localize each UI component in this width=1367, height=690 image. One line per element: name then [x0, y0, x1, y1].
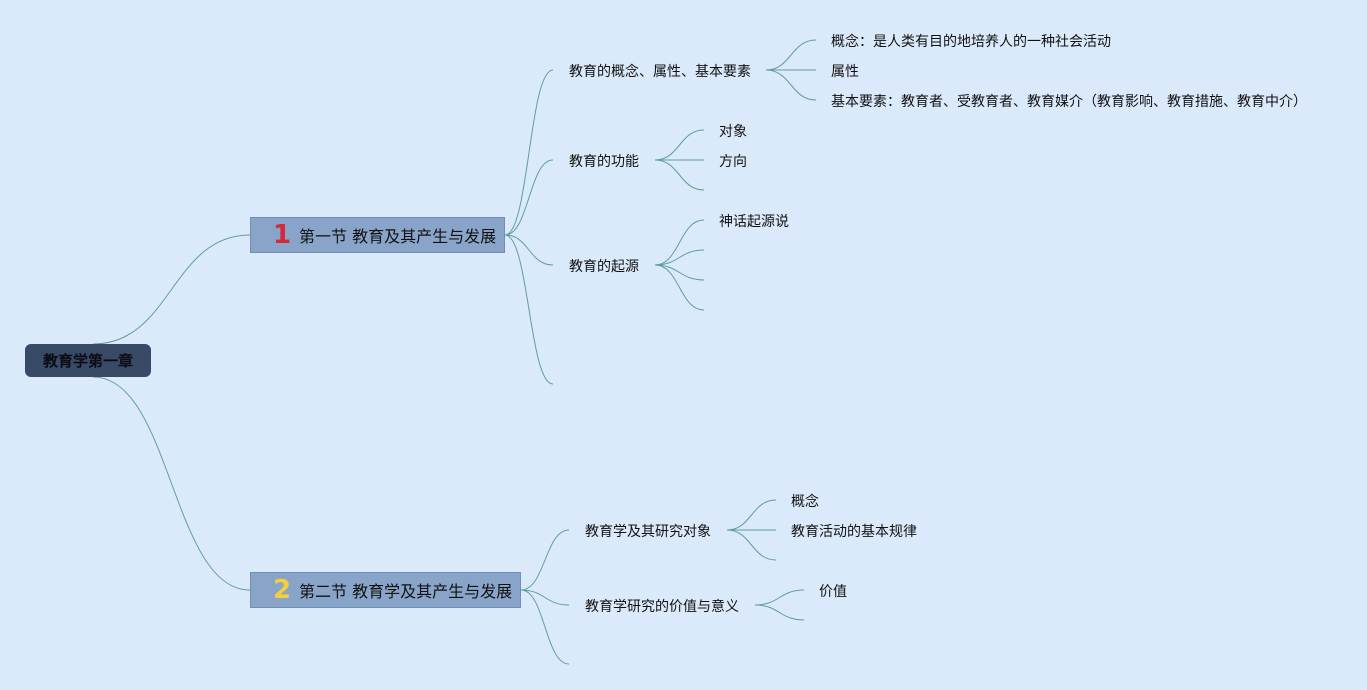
connector-root-section-2 [92, 376, 251, 591]
leaf-value[interactable]: 价值 [819, 584, 847, 600]
connector-t3-leaf-2 [654, 249, 705, 266]
connector-t3-leaf-3 [654, 264, 705, 281]
connector-s2-empty [520, 589, 570, 665]
connector-t2-leaf-3 [654, 159, 705, 191]
connector-s1-empty [504, 234, 554, 385]
leaf-basic-law[interactable]: 教育活动的基本规律 [791, 524, 917, 540]
section-1-topic-function[interactable]: 教育的功能 [569, 154, 639, 170]
connector-root-section-1 [92, 234, 251, 345]
connector-t1-leaf-1 [765, 39, 817, 71]
leaf-concept[interactable]: 概念 [791, 494, 819, 510]
connector-t3-leaf-4 [654, 264, 705, 311]
section-2-node[interactable]: 2 第二节 教育学及其产生与发展 [250, 572, 521, 608]
section-1-badge: 1 [272, 220, 292, 250]
section-1-node[interactable]: 1 第一节 教育及其产生与发展 [250, 217, 505, 253]
connector-s1-topic-2 [504, 159, 554, 236]
connector-s2t1-leaf-1 [726, 499, 777, 531]
connector-s2t2-leaf-1 [754, 589, 805, 606]
root-label: 教育学第一章 [42, 352, 133, 370]
root-node[interactable]: 教育学第一章 [25, 344, 151, 377]
leaf-attribute[interactable]: 属性 [831, 64, 859, 80]
connector-t1-leaf-3 [765, 69, 817, 101]
section-1-topic-origin[interactable]: 教育的起源 [569, 259, 639, 275]
connector-s2t1-leaf-3 [726, 529, 777, 561]
connector-t3-leaf-1 [654, 219, 705, 266]
leaf-direction[interactable]: 方向 [719, 154, 747, 170]
connector-s1-topic-3 [504, 234, 554, 266]
leaf-myth-origin[interactable]: 神话起源说 [719, 214, 789, 230]
connector-s2t2-leaf-2 [754, 604, 805, 621]
leaf-concept-definition[interactable]: 概念：是人类有目的地培养人的一种社会活动 [831, 34, 1111, 50]
connector-s2-topic-2 [520, 589, 570, 606]
connector-t2-leaf-1 [654, 129, 705, 161]
connector-s2-topic-1 [520, 529, 570, 591]
connector-s1-topic-1 [504, 69, 554, 236]
section-2-topic-research-object[interactable]: 教育学及其研究对象 [585, 524, 711, 540]
section-2-badge: 2 [272, 575, 292, 605]
leaf-object[interactable]: 对象 [719, 124, 747, 140]
section-1-title: 第一节 教育及其产生与发展 [299, 227, 497, 246]
section-1-topic-concept[interactable]: 教育的概念、属性、基本要素 [569, 64, 751, 80]
section-2-topic-value[interactable]: 教育学研究的价值与意义 [585, 599, 739, 615]
leaf-basic-elements[interactable]: 基本要素：教育者、受教育者、教育媒介（教育影响、教育措施、教育中介） [831, 94, 1307, 110]
section-2-title: 第二节 教育学及其产生与发展 [299, 582, 513, 601]
